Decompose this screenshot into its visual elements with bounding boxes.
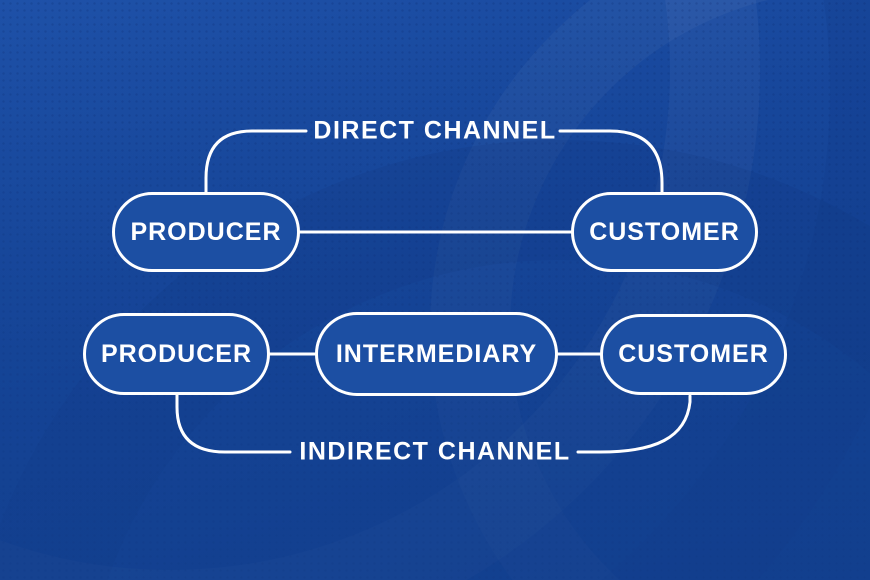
node-label: PRODUCER [130,217,282,246]
node-label: CUSTOMER [618,340,769,368]
node-producer-indirect: PRODUCER [83,313,270,395]
node-label: CUSTOMER [589,217,740,246]
node-customer-direct: CUSTOMER [571,192,758,272]
connector-indirect-label-right [576,394,692,454]
direct-channel-label: DIRECT CHANNEL [313,116,557,145]
indirect-channel-label: INDIRECT CHANNEL [299,437,571,466]
node-label: PRODUCER [100,339,253,368]
connector-direct-label-right [558,129,664,194]
node-label: INTERMEDIARY [335,339,538,368]
node-producer-direct: PRODUCER [112,192,300,272]
connector-indirect-label-left [175,393,292,454]
node-intermediary: INTERMEDIARY [315,312,558,396]
connector-direct-label-left [204,129,308,194]
node-customer-indirect: CUSTOMER [600,314,787,395]
